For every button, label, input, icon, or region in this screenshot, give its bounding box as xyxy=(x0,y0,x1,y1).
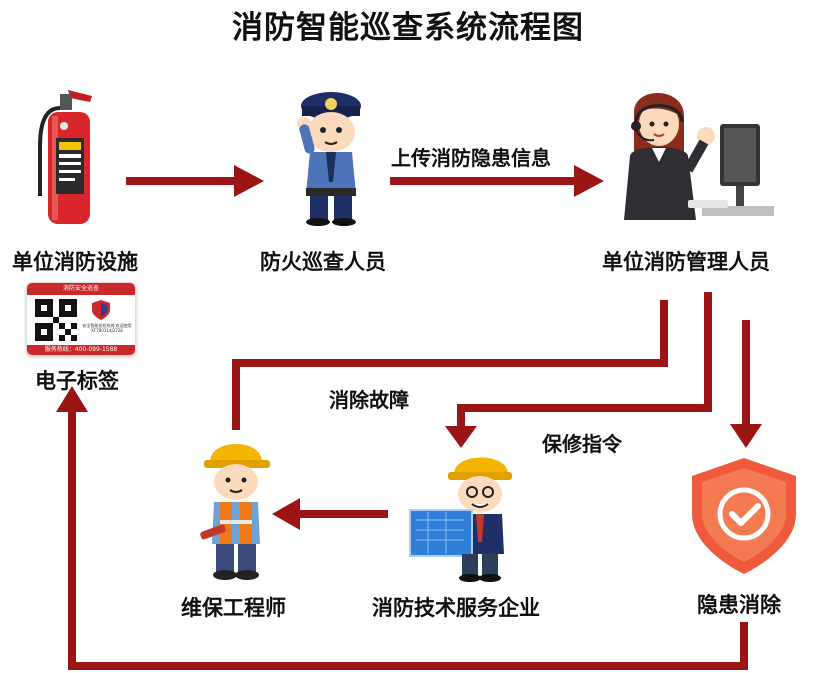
arrow-resolved-to-tag xyxy=(68,408,748,670)
node-label-facility: 单位消防设施 xyxy=(12,250,138,274)
arrowhead xyxy=(730,424,762,448)
shield-check-icon xyxy=(692,458,796,574)
arrow-manager-to-engineer xyxy=(232,300,668,430)
qr-code-icon xyxy=(35,299,77,341)
edge-label-clear: 消除故障 xyxy=(329,388,409,412)
edge-label-upload: 上传消防隐患信息 xyxy=(391,146,551,170)
arrowhead xyxy=(574,165,604,197)
fire-extinguisher-icon xyxy=(38,90,92,224)
shield-logo-icon xyxy=(92,300,110,320)
arrow-manager-to-company xyxy=(457,292,712,430)
node-label-inspector: 防火巡查人员 xyxy=(260,250,386,274)
node-label-engineer: 维保工程师 xyxy=(181,596,286,620)
arrowhead xyxy=(56,386,88,412)
tag-card-hotline: 服务热线：400-099-1588 xyxy=(27,345,135,355)
node-label-resolved: 隐患消除 xyxy=(697,593,781,617)
customer-service-operator-icon xyxy=(624,92,774,220)
node-label-company: 消防技术服务企业 xyxy=(372,596,540,620)
arrowhead xyxy=(272,498,300,530)
engineer-with-blueprint-icon xyxy=(409,457,512,582)
police-officer-icon xyxy=(297,92,361,226)
electronic-tag-card: 消防安全巡查 安全智能巡检系统 欢迎使用 XF780114J3728 服务热线：… xyxy=(26,282,136,356)
edge-label-repair: 保修指令 xyxy=(542,432,622,456)
page-title: 消防智能巡查系统流程图 xyxy=(232,10,584,46)
node-label-manager: 单位消防管理人员 xyxy=(602,250,770,274)
tag-card-text: 安全智能巡检系统 欢迎使用 XF780114J3728 xyxy=(82,323,132,333)
arrowhead xyxy=(445,426,477,448)
tag-card-header: 消防安全巡查 xyxy=(27,283,135,295)
arrowhead xyxy=(234,165,264,197)
maintenance-worker-icon xyxy=(200,444,270,580)
node-label-tag: 电子标签 xyxy=(35,369,119,393)
